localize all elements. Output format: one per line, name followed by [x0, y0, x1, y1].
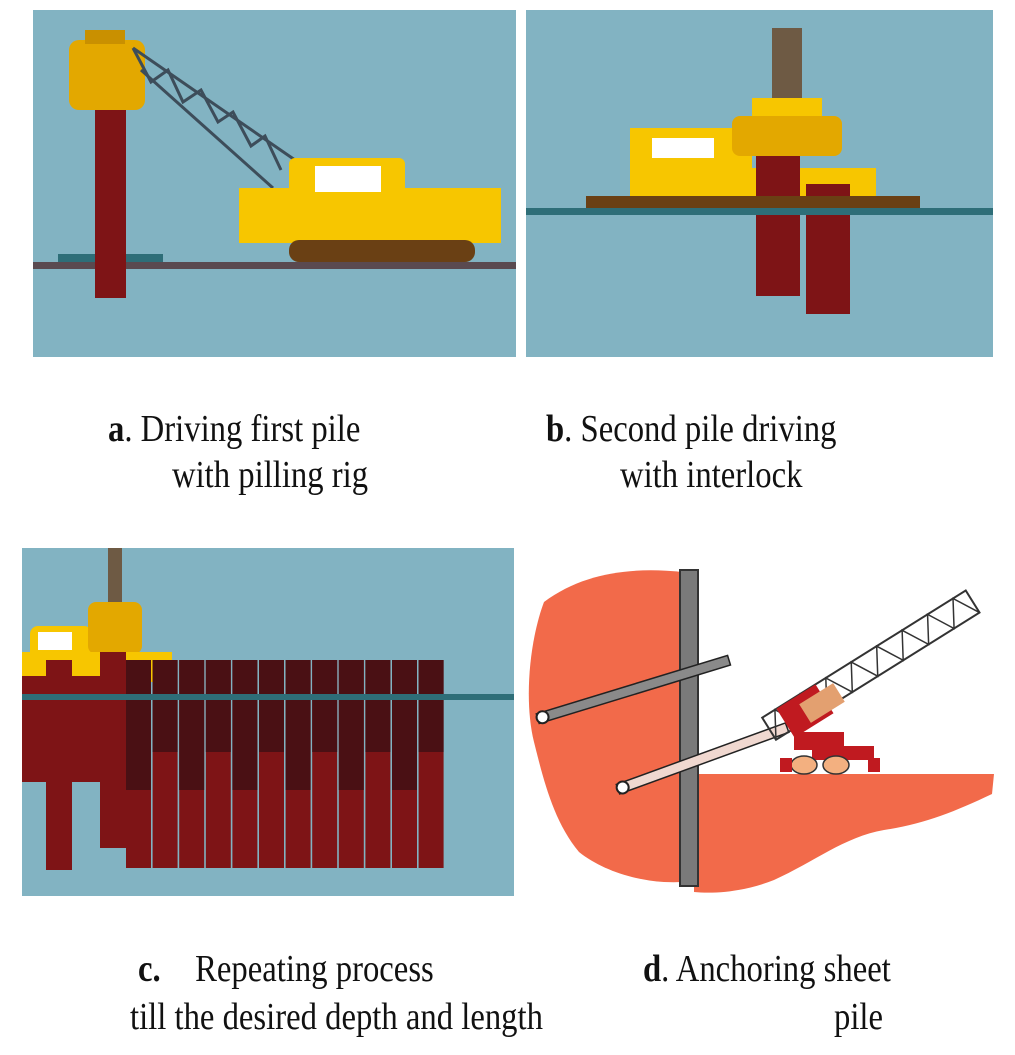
caption-c-letter: c. [138, 948, 161, 990]
caption-d-line2: pile [834, 996, 884, 1038]
caption-b-line1: . Second pile driving [564, 408, 837, 450]
caption-a-letter: a [108, 408, 125, 450]
panel-b-image [526, 10, 993, 357]
caption-d-line1: . Anchoring sheet [661, 948, 891, 990]
panel-c-image [22, 548, 514, 896]
caption-a-line1: . Driving first pile [124, 408, 361, 450]
caption-b-letter: b [546, 408, 565, 450]
caption-a: a. Driving first pile [108, 406, 360, 452]
caption-b: b. Second pile driving [546, 406, 836, 452]
caption-c-line1: Repeating process [195, 948, 434, 990]
caption-d: d. Anchoring sheet [643, 946, 891, 992]
panel-d-image [524, 562, 1000, 902]
caption-a-line2: with pilling rig [172, 454, 369, 496]
caption-c: c. Repeating process [138, 946, 434, 992]
caption-c-line2: till the desired depth and length [130, 996, 543, 1038]
panel-a-image [33, 10, 516, 357]
caption-d-letter: d [643, 948, 662, 990]
caption-b-line2: with interlock [620, 454, 803, 496]
